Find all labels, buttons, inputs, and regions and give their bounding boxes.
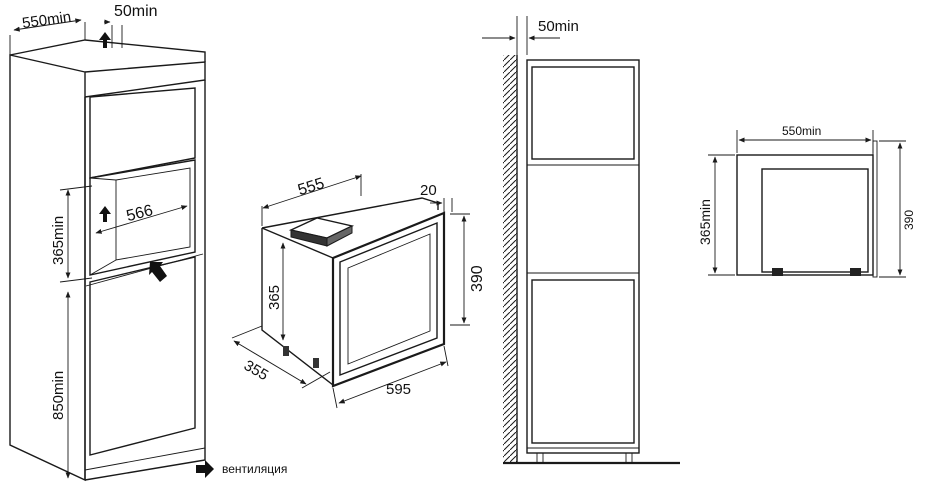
dim-lower-height: 850min [50,371,67,420]
dim-profile-front-height: 390 [902,210,916,230]
vent-arrow-niche-icon [99,206,111,222]
oven-door-window [339,221,438,377]
profile-view: 550min 365min 390 [697,124,916,278]
upper-compartment [89,87,196,179]
wall-hatch [503,55,517,463]
legend-ventilation: вентиляция [222,462,287,476]
dim-top-depth: 550min [21,8,72,32]
cabinet-front-edge [84,80,206,481]
side-cabinet [526,59,640,454]
dim-front-width: 595 [386,381,411,398]
side-section-view: 50min [482,16,680,465]
legend: вентиляция [196,460,287,478]
dim-niche-width: 566 [125,202,155,225]
profile-oven-body [761,168,869,273]
dim-front-height: 390 [469,265,486,292]
dim-top-gap: 50min [114,3,158,20]
dim-body-height: 365 [266,285,283,310]
cabinet-left-side [9,54,86,482]
oven-top-edge [261,197,439,229]
profile-niche [736,154,874,276]
oven-front-panel [331,211,446,388]
oven-body-side [261,228,334,386]
cabinet-top-shelf [84,61,206,98]
dim-oven-width: 555 [296,175,327,199]
cabinet-top-edge [9,39,206,62]
oven-view: 555 20 390 365 355 595 [231,174,486,409]
vent-legend-arrow-icon [196,460,214,478]
lower-door [89,256,196,456]
vent-arrow-top-icon [99,32,111,48]
oven-niche [89,159,196,276]
dim-wall-gap: 50min [538,18,579,35]
dim-front-thickness: 20 [420,182,437,199]
dim-niche-height: 365min [50,216,67,265]
vent-arrow-bottom-icon [149,262,167,282]
cabinet-view: 550min 50min 365min 566 850min [9,3,206,482]
dim-oven-depth: 355 [241,357,271,384]
dim-profile-depth: 550min [782,124,821,138]
dim-profile-niche-height: 365min [697,199,713,245]
